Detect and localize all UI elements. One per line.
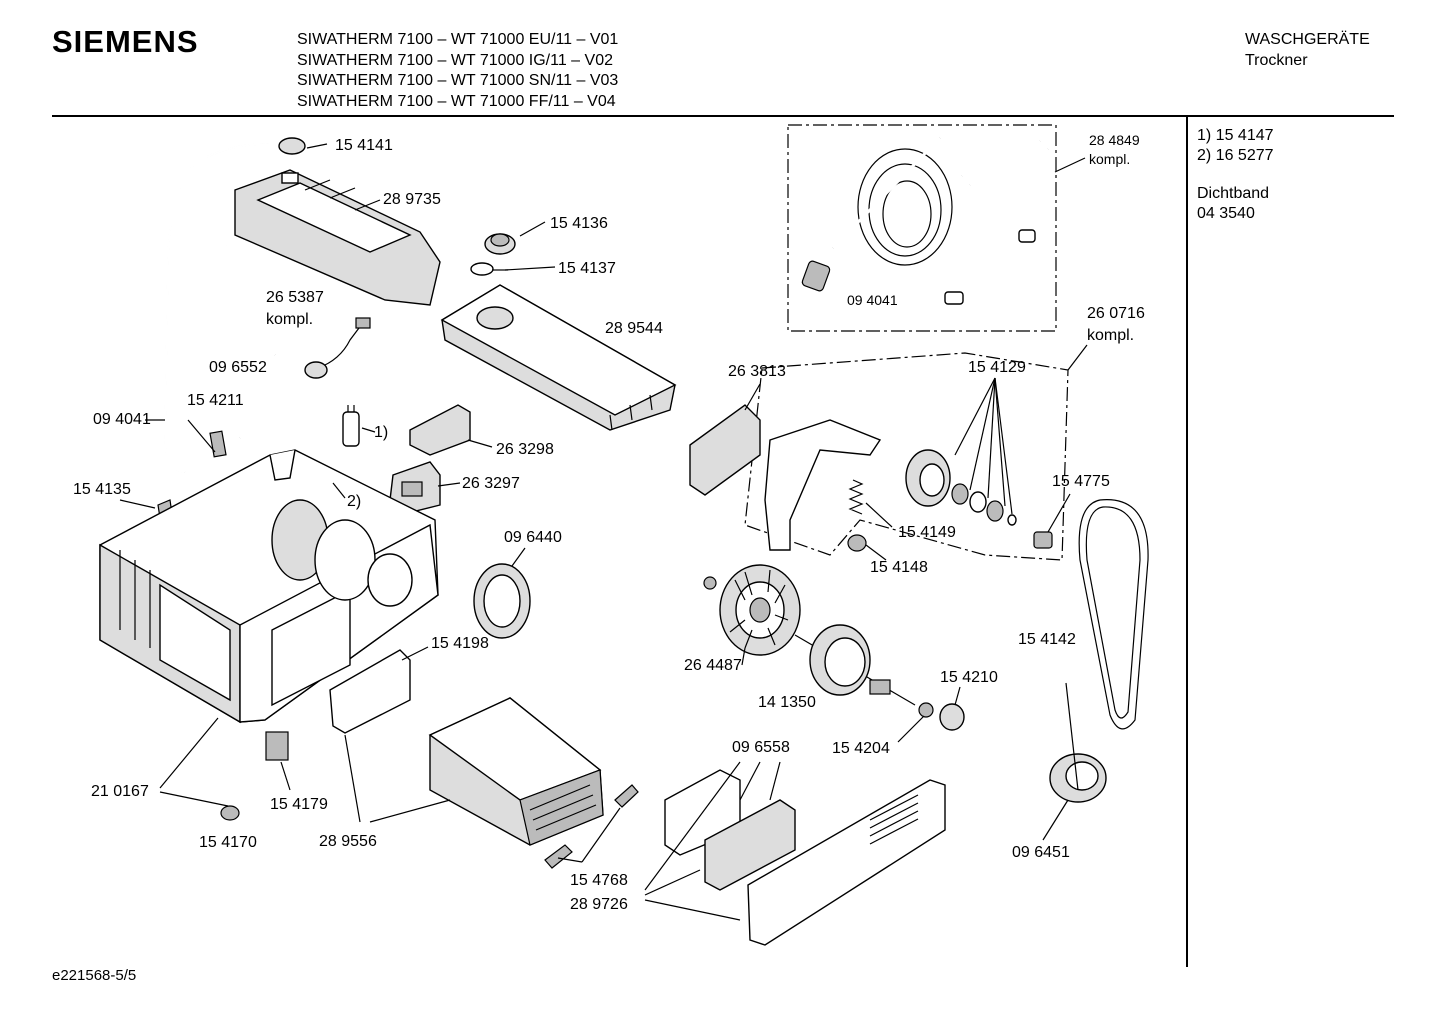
label-154204: 15 4204	[832, 740, 890, 757]
model-line: SIWATHERM 7100 – WT 71000 SN/11 – V03	[297, 72, 619, 89]
label-154210: 15 4210	[940, 669, 998, 686]
label-289544: 28 9544	[605, 320, 663, 337]
category-block: WASCHGERÄTE Trockner	[1245, 30, 1370, 71]
seal-number: 04 3540	[1197, 204, 1255, 222]
cable-ties-part	[961, 139, 1049, 187]
label-264487: 26 4487	[684, 657, 742, 674]
condenser-housing-part	[440, 284, 677, 431]
hose-bracket-part	[944, 206, 1036, 305]
latch-part-154768	[544, 784, 639, 869]
label-289556: 28 9556	[319, 833, 377, 850]
label-265387-kompl: kompl.	[266, 311, 313, 328]
header-divider	[52, 115, 1394, 117]
leader-line	[1067, 344, 1088, 371]
key-part-154137	[470, 262, 508, 276]
capacitor-part	[342, 405, 360, 447]
label-263813: 26 3813	[728, 363, 786, 380]
label-154148: 15 4148	[870, 559, 928, 576]
label-154170: 15 4170	[199, 834, 257, 851]
connector-part-154179	[265, 731, 289, 761]
label-154136: 15 4136	[550, 215, 608, 232]
model-line: SIWATHERM 7100 – WT 71000 IG/11 – V02	[297, 51, 613, 69]
label-note2: 2)	[347, 493, 361, 510]
label-096552: 09 6552	[209, 359, 267, 376]
label-263298: 26 3298	[496, 441, 554, 458]
wire-harness-part	[304, 317, 371, 379]
foot-part-154170	[220, 805, 240, 821]
kit-box-284849	[787, 124, 1057, 332]
seal-title: Dichtband	[1197, 185, 1270, 202]
cap-part-154136	[484, 233, 516, 255]
plug-part-154775	[1033, 531, 1053, 549]
tube-part-094041	[239, 369, 401, 460]
label-note1: 1)	[374, 424, 388, 441]
roller-part-096451	[1049, 753, 1107, 803]
label-154211: 15 4211	[187, 392, 244, 409]
tension-arm-part	[764, 419, 882, 551]
label-154179: 15 4179	[270, 796, 328, 813]
notes-divider	[1186, 117, 1188, 967]
label-154149: 15 4149	[898, 524, 956, 541]
leader-line	[1054, 157, 1086, 173]
filter-part-289726	[704, 799, 796, 891]
label-154129: 15 4129	[968, 359, 1026, 376]
idler-pulley-part	[905, 449, 1017, 526]
label-096440: 09 6440	[504, 529, 562, 546]
label-141350: 14 1350	[758, 694, 816, 711]
label-154137: 15 4137	[558, 260, 616, 277]
label-284849-kompl: kompl.	[1089, 151, 1130, 167]
spring-part-154149	[848, 479, 864, 515]
fan-wheel-part	[719, 564, 801, 656]
label-154775: 15 4775	[1052, 473, 1110, 490]
label-154142: 15 4142	[1018, 631, 1076, 648]
model-list: SIWATHERM 7100 – WT 71000 EU/11 – V01 SI…	[297, 30, 618, 112]
hose-coil-part	[801, 136, 953, 292]
model-line: SIWATHERM 7100 – WT 71000 EU/11 – V01	[297, 31, 619, 48]
label-154141: 15 4141	[335, 137, 393, 154]
label-265387: 26 5387	[266, 289, 324, 306]
note-2: 2) 16 5277	[1197, 146, 1274, 164]
note-1: 1) 15 4147	[1197, 127, 1274, 144]
category-subtitle: Trockner	[1245, 51, 1308, 69]
leader-lines	[119, 143, 1079, 921]
bracket-part-263298	[409, 404, 471, 456]
bracket-part-263813	[689, 404, 761, 496]
label-096558: 09 6558	[732, 739, 790, 756]
front-panel-part	[747, 779, 946, 946]
label-096451: 09 6451	[1012, 844, 1070, 861]
label-260716-kompl: kompl.	[1087, 327, 1134, 344]
notes-panel: 1) 15 4147 2) 16 5277 Dichtband 04 3540	[1197, 126, 1274, 223]
base-frame-part	[99, 449, 439, 724]
drive-belt-part	[1078, 499, 1149, 730]
label-154768: 15 4768	[570, 872, 628, 889]
nut-part	[703, 576, 717, 590]
filter-cover-part	[234, 169, 441, 306]
label-289735: 28 9735	[383, 191, 441, 208]
brand-logo: SIEMENS	[52, 24, 199, 59]
motor-part	[794, 624, 916, 706]
pulley-part-154210	[939, 703, 965, 731]
ring-part-096440	[473, 563, 531, 639]
label-154198: 15 4198	[431, 635, 489, 652]
label-094041: 09 4041	[93, 411, 151, 428]
label-289726: 28 9726	[570, 896, 628, 913]
label-260716: 26 0716	[1087, 305, 1145, 322]
clip-part-154211	[209, 430, 227, 458]
label-263297: 26 3297	[462, 475, 520, 492]
gasket-part-154198	[329, 649, 411, 734]
sensor-tip	[278, 137, 306, 155]
document-id: e221568-5/5	[52, 967, 137, 984]
label-094041-kit: 09 4041	[847, 292, 898, 308]
category-title: WASCHGERÄTE	[1245, 31, 1370, 48]
label-284849: 28 4849	[1089, 132, 1140, 148]
washer-part-154204	[918, 702, 934, 718]
switch-part-263297	[389, 461, 441, 516]
model-line: SIWATHERM 7100 – WT 71000 FF/11 – V04	[297, 92, 616, 110]
condenser-part	[428, 697, 604, 846]
clip-part-154148	[847, 534, 867, 552]
label-210167: 21 0167	[91, 783, 149, 800]
label-154135: 15 4135	[73, 481, 131, 498]
